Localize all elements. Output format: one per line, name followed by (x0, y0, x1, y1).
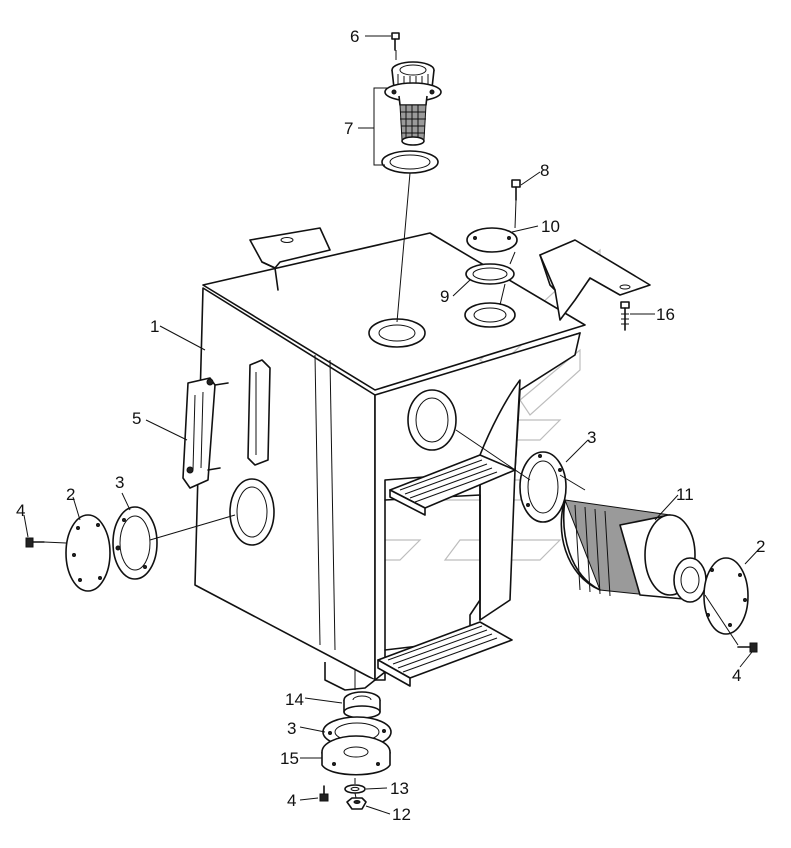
label-3c: 3 (287, 719, 296, 738)
label-4b: 4 (732, 666, 741, 685)
label-5: 5 (132, 409, 141, 428)
top-left-bracket (249, 227, 331, 291)
gasket-left (112, 506, 158, 580)
bolt-left (25, 537, 45, 548)
front-side-port (407, 389, 457, 451)
cover-15 (321, 735, 391, 776)
lower-step (377, 621, 513, 687)
label-3a: 3 (115, 473, 124, 492)
label-3b: 3 (587, 428, 596, 447)
label-10: 10 (541, 217, 560, 236)
label-15: 15 (280, 749, 299, 768)
filler-strainer-assembly (381, 61, 442, 174)
cover-plate-left (65, 514, 111, 592)
gasket-right (519, 451, 567, 523)
bolt-right (737, 642, 758, 653)
label-4a: 4 (16, 501, 25, 520)
label-12: 12 (392, 805, 411, 824)
filter-element (560, 499, 707, 603)
bolt-16 (620, 301, 630, 331)
nut-12 (346, 797, 367, 810)
washer-13 (344, 784, 366, 794)
label-2a: 2 (66, 485, 75, 504)
bolt-bottom (319, 785, 329, 802)
label-4c: 4 (287, 791, 296, 810)
bush-14 (343, 691, 381, 719)
level-gauge-back (247, 359, 271, 466)
label-13: 13 (390, 779, 409, 798)
gasket-9 (465, 263, 515, 285)
label-8: 8 (540, 161, 549, 180)
label-7: 7 (344, 119, 353, 138)
label-2b: 2 (756, 537, 765, 556)
bolt-6 (391, 32, 400, 51)
label-6: 6 (350, 27, 359, 46)
left-side-port (229, 478, 275, 546)
leader-lines (23, 35, 761, 815)
upper-step (389, 454, 516, 516)
top-openings (368, 302, 516, 348)
label-1: 1 (150, 317, 159, 336)
bolt-8 (511, 179, 521, 201)
cover-plate-right (703, 557, 749, 635)
callout-labels: 1 2 2 3 3 3 4 4 4 5 6 7 8 9 10 11 12 13 … (16, 27, 765, 824)
assembly-lines (43, 50, 739, 799)
label-9: 9 (440, 287, 449, 306)
label-16: 16 (656, 305, 675, 324)
level-gauge (182, 377, 229, 489)
cover-10 (466, 227, 518, 253)
top-right-bracket (539, 239, 651, 321)
label-11: 11 (676, 485, 694, 504)
label-14: 14 (285, 690, 304, 709)
